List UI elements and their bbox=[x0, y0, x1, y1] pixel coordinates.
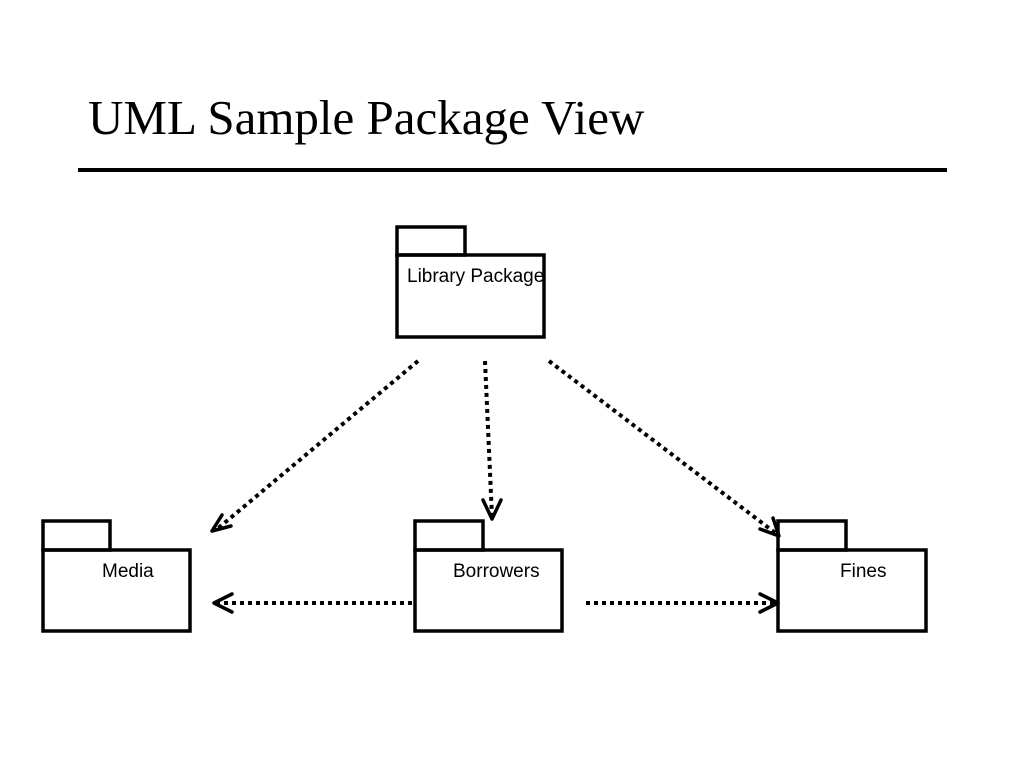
dependency-library-to-fines bbox=[547, 359, 780, 537]
package-fines-body bbox=[776, 548, 928, 633]
package-fines-tab bbox=[776, 519, 848, 552]
title-divider bbox=[78, 168, 947, 172]
package-fines-label: Fines bbox=[840, 561, 886, 582]
package-borrowers[interactable] bbox=[413, 519, 564, 633]
arrowhead-media-left-icon bbox=[212, 592, 234, 614]
arrowhead-fines-right-icon bbox=[758, 592, 780, 614]
package-media-label: Media bbox=[102, 561, 154, 582]
dependency-library-to-borrowers bbox=[483, 360, 494, 518]
package-borrowers-body bbox=[413, 548, 564, 633]
package-borrowers-tab bbox=[413, 519, 485, 552]
arrowhead-borrowers-icon bbox=[481, 498, 503, 521]
package-library-body bbox=[395, 253, 546, 339]
package-borrowers-label: Borrowers bbox=[453, 561, 540, 582]
package-library-label: Library Package bbox=[407, 266, 544, 287]
dependency-library-to-media bbox=[214, 359, 420, 532]
arrowhead-media-icon bbox=[210, 513, 233, 533]
page-title: UML Sample Package View bbox=[88, 90, 645, 145]
arrowhead-fines-icon bbox=[758, 516, 781, 538]
package-library-tab bbox=[395, 225, 467, 257]
package-library[interactable] bbox=[395, 225, 546, 339]
package-media-body bbox=[41, 548, 192, 633]
package-media[interactable] bbox=[41, 519, 192, 633]
package-media-tab bbox=[41, 519, 112, 552]
